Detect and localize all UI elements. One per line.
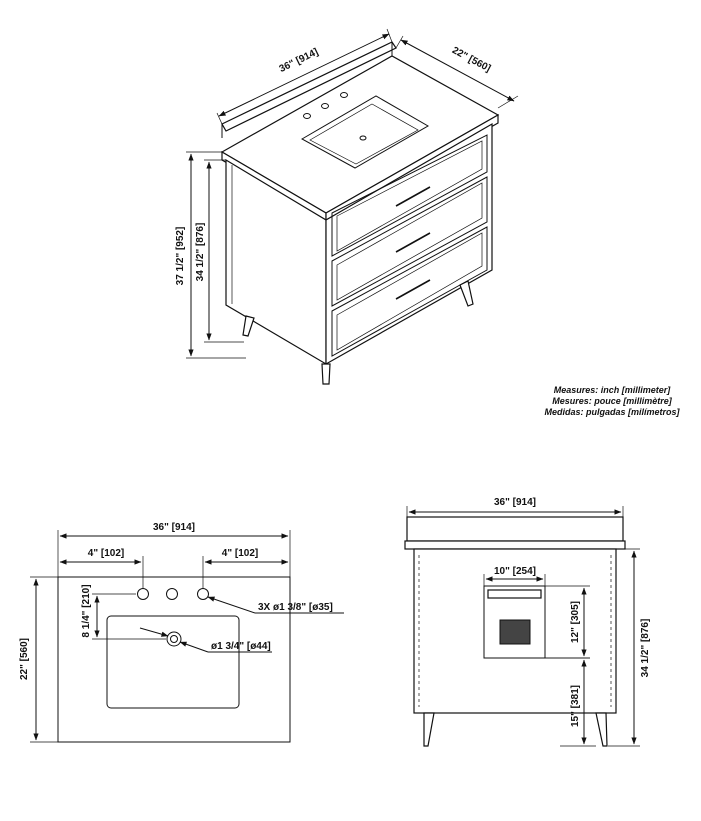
iso-drawer-middle <box>331 176 488 307</box>
back-opening-height-label: 12" [305] <box>570 601 581 643</box>
back-countertop <box>404 540 626 550</box>
top-left-offset-dimension: 4" [102] <box>59 548 144 588</box>
back-legs <box>423 712 608 747</box>
top-depth-label: 22" [560] <box>19 638 30 680</box>
units-legend: Measures: inch [millimeter] Mesures: pou… <box>544 385 680 417</box>
iso-drawer-top <box>331 134 488 257</box>
top-view-drain <box>166 631 182 647</box>
iso-height-body-dimension: 34 1/2" [876] <box>195 159 244 343</box>
iso-drawer-handle-middle <box>395 232 431 253</box>
top-view-sink-bowl <box>106 615 240 709</box>
back-height-dimension: 34 1/2" [876] <box>608 548 651 747</box>
top-depth-dimension: 22" [560] <box>19 576 58 743</box>
iso-height-total-label: 37 1/2" [952] <box>175 227 186 286</box>
back-floor-clearance-label: 15" [381] <box>570 685 581 727</box>
top-faucet-holes-callout: 3X ø1 3/8" [ø35] <box>207 596 344 614</box>
top-view-countertop-outline <box>57 576 291 743</box>
back-view: 36" [914] 10" [254] 12" [305] 15" [381] <box>404 497 651 747</box>
top-faucet-to-bowl-label: 8 1/4" [210] <box>81 584 92 637</box>
back-width-dimension: 36" [914] <box>406 497 624 517</box>
isometric-view: 36" [914] 22" [560] 37 1/2" [952] 34 1/2… <box>175 28 519 385</box>
top-drain-label: ø1 3/4" [ø44] <box>211 641 271 652</box>
top-width-dimension: 36" [914] <box>57 522 291 577</box>
legend-line-french: Mesures: pouce [millimètre] <box>552 396 673 406</box>
legend-line-english: Measures: inch [millimeter] <box>554 385 672 395</box>
top-view-faucet-hole-right <box>197 588 209 600</box>
back-plumbing-opening <box>483 585 546 659</box>
iso-height-body-label: 34 1/2" [876] <box>195 223 206 282</box>
iso-drawer-handle-top <box>395 186 431 207</box>
iso-drawer-bottom <box>331 226 488 357</box>
iso-drain <box>359 135 367 141</box>
top-view-faucet-hole-center <box>166 588 178 600</box>
top-right-offset-label: 4" [102] <box>222 548 258 559</box>
top-left-offset-label: 4" [102] <box>88 548 124 559</box>
top-view-faucet-hole-left <box>137 588 149 600</box>
back-floor-clearance-dimension: 15" [381] <box>545 657 596 747</box>
top-width-label: 36" [914] <box>153 522 195 533</box>
back-backsplash <box>406 516 624 542</box>
back-opening-width-dimension: 10" [254] <box>483 566 546 586</box>
back-width-label: 36" [914] <box>494 497 536 508</box>
legend-line-spanish: Medidas: pulgadas [milímetros] <box>544 407 680 417</box>
top-drain-callout: ø1 3/4" [ø44] <box>139 627 272 653</box>
iso-height-total-dimension: 37 1/2" [952] <box>175 151 246 359</box>
iso-drawer-handle-bottom <box>395 279 431 300</box>
top-faucet-holes-label: 3X ø1 3/8" [ø35] <box>258 602 333 613</box>
back-height-label: 34 1/2" [876] <box>640 619 651 678</box>
top-faucet-to-bowl-dimension: 8 1/4" [210] <box>81 584 166 640</box>
back-opening-width-label: 10" [254] <box>494 566 536 577</box>
top-view: 36" [914] 4" [102] 4" [102] 22" [560] 8 … <box>19 522 344 743</box>
top-right-offset-dimension: 4" [102] <box>202 548 289 588</box>
iso-legs <box>242 280 474 385</box>
